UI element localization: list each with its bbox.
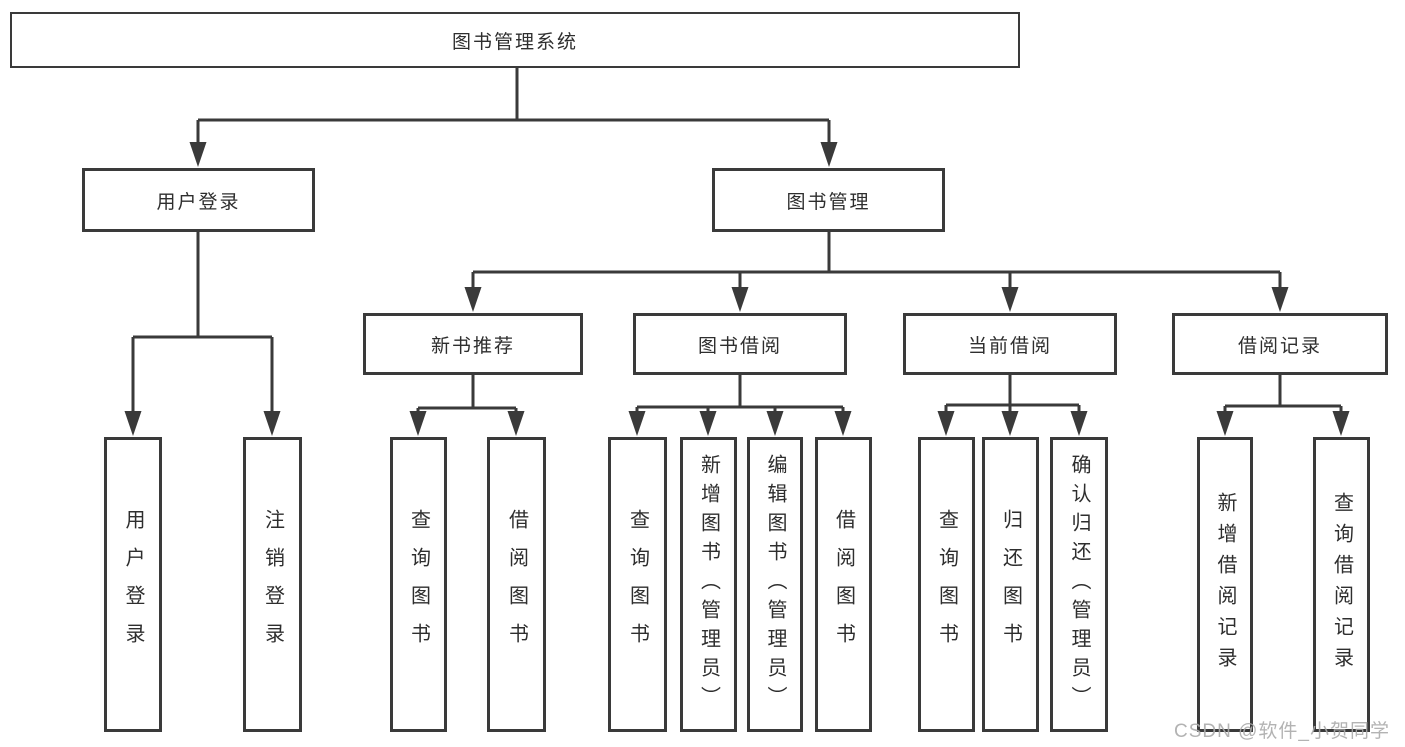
node-book-borrow: 图书借阅 xyxy=(633,313,847,375)
node-borrow-record: 借阅记录 xyxy=(1172,313,1388,375)
csdn-watermark: CSDN @软件_小贺同学 xyxy=(1174,721,1390,742)
leaf-query-book-3: 查询图书 xyxy=(918,437,975,732)
node-book-management: 图书管理 xyxy=(712,168,945,232)
leaf-logout: 注销登录 xyxy=(243,437,302,732)
node-book-management-system: 图书管理系统 xyxy=(10,12,1020,68)
node-user-login: 用户登录 xyxy=(82,168,315,232)
leaf-add-borrow-record: 新增借阅记录 xyxy=(1197,437,1253,732)
node-current-borrow: 当前借阅 xyxy=(903,313,1117,375)
leaf-query-book-1: 查询图书 xyxy=(390,437,447,732)
leaf-borrow-book-1: 借阅图书 xyxy=(487,437,546,732)
leaf-return-book: 归还图书 xyxy=(982,437,1039,732)
leaf-query-book-2: 查询图书 xyxy=(608,437,667,732)
leaf-query-borrow-record: 查询借阅记录 xyxy=(1313,437,1370,732)
node-new-book-recommend: 新书推荐 xyxy=(363,313,583,375)
leaf-add-book-admin: 新增图书（管理员） xyxy=(680,437,737,732)
leaf-borrow-book-2: 借阅图书 xyxy=(815,437,872,732)
leaf-edit-book-admin: 编辑图书（管理员） xyxy=(747,437,803,732)
leaf-confirm-return-admin: 确认归还（管理员） xyxy=(1050,437,1108,732)
leaf-user-login: 用户登录 xyxy=(104,437,162,732)
